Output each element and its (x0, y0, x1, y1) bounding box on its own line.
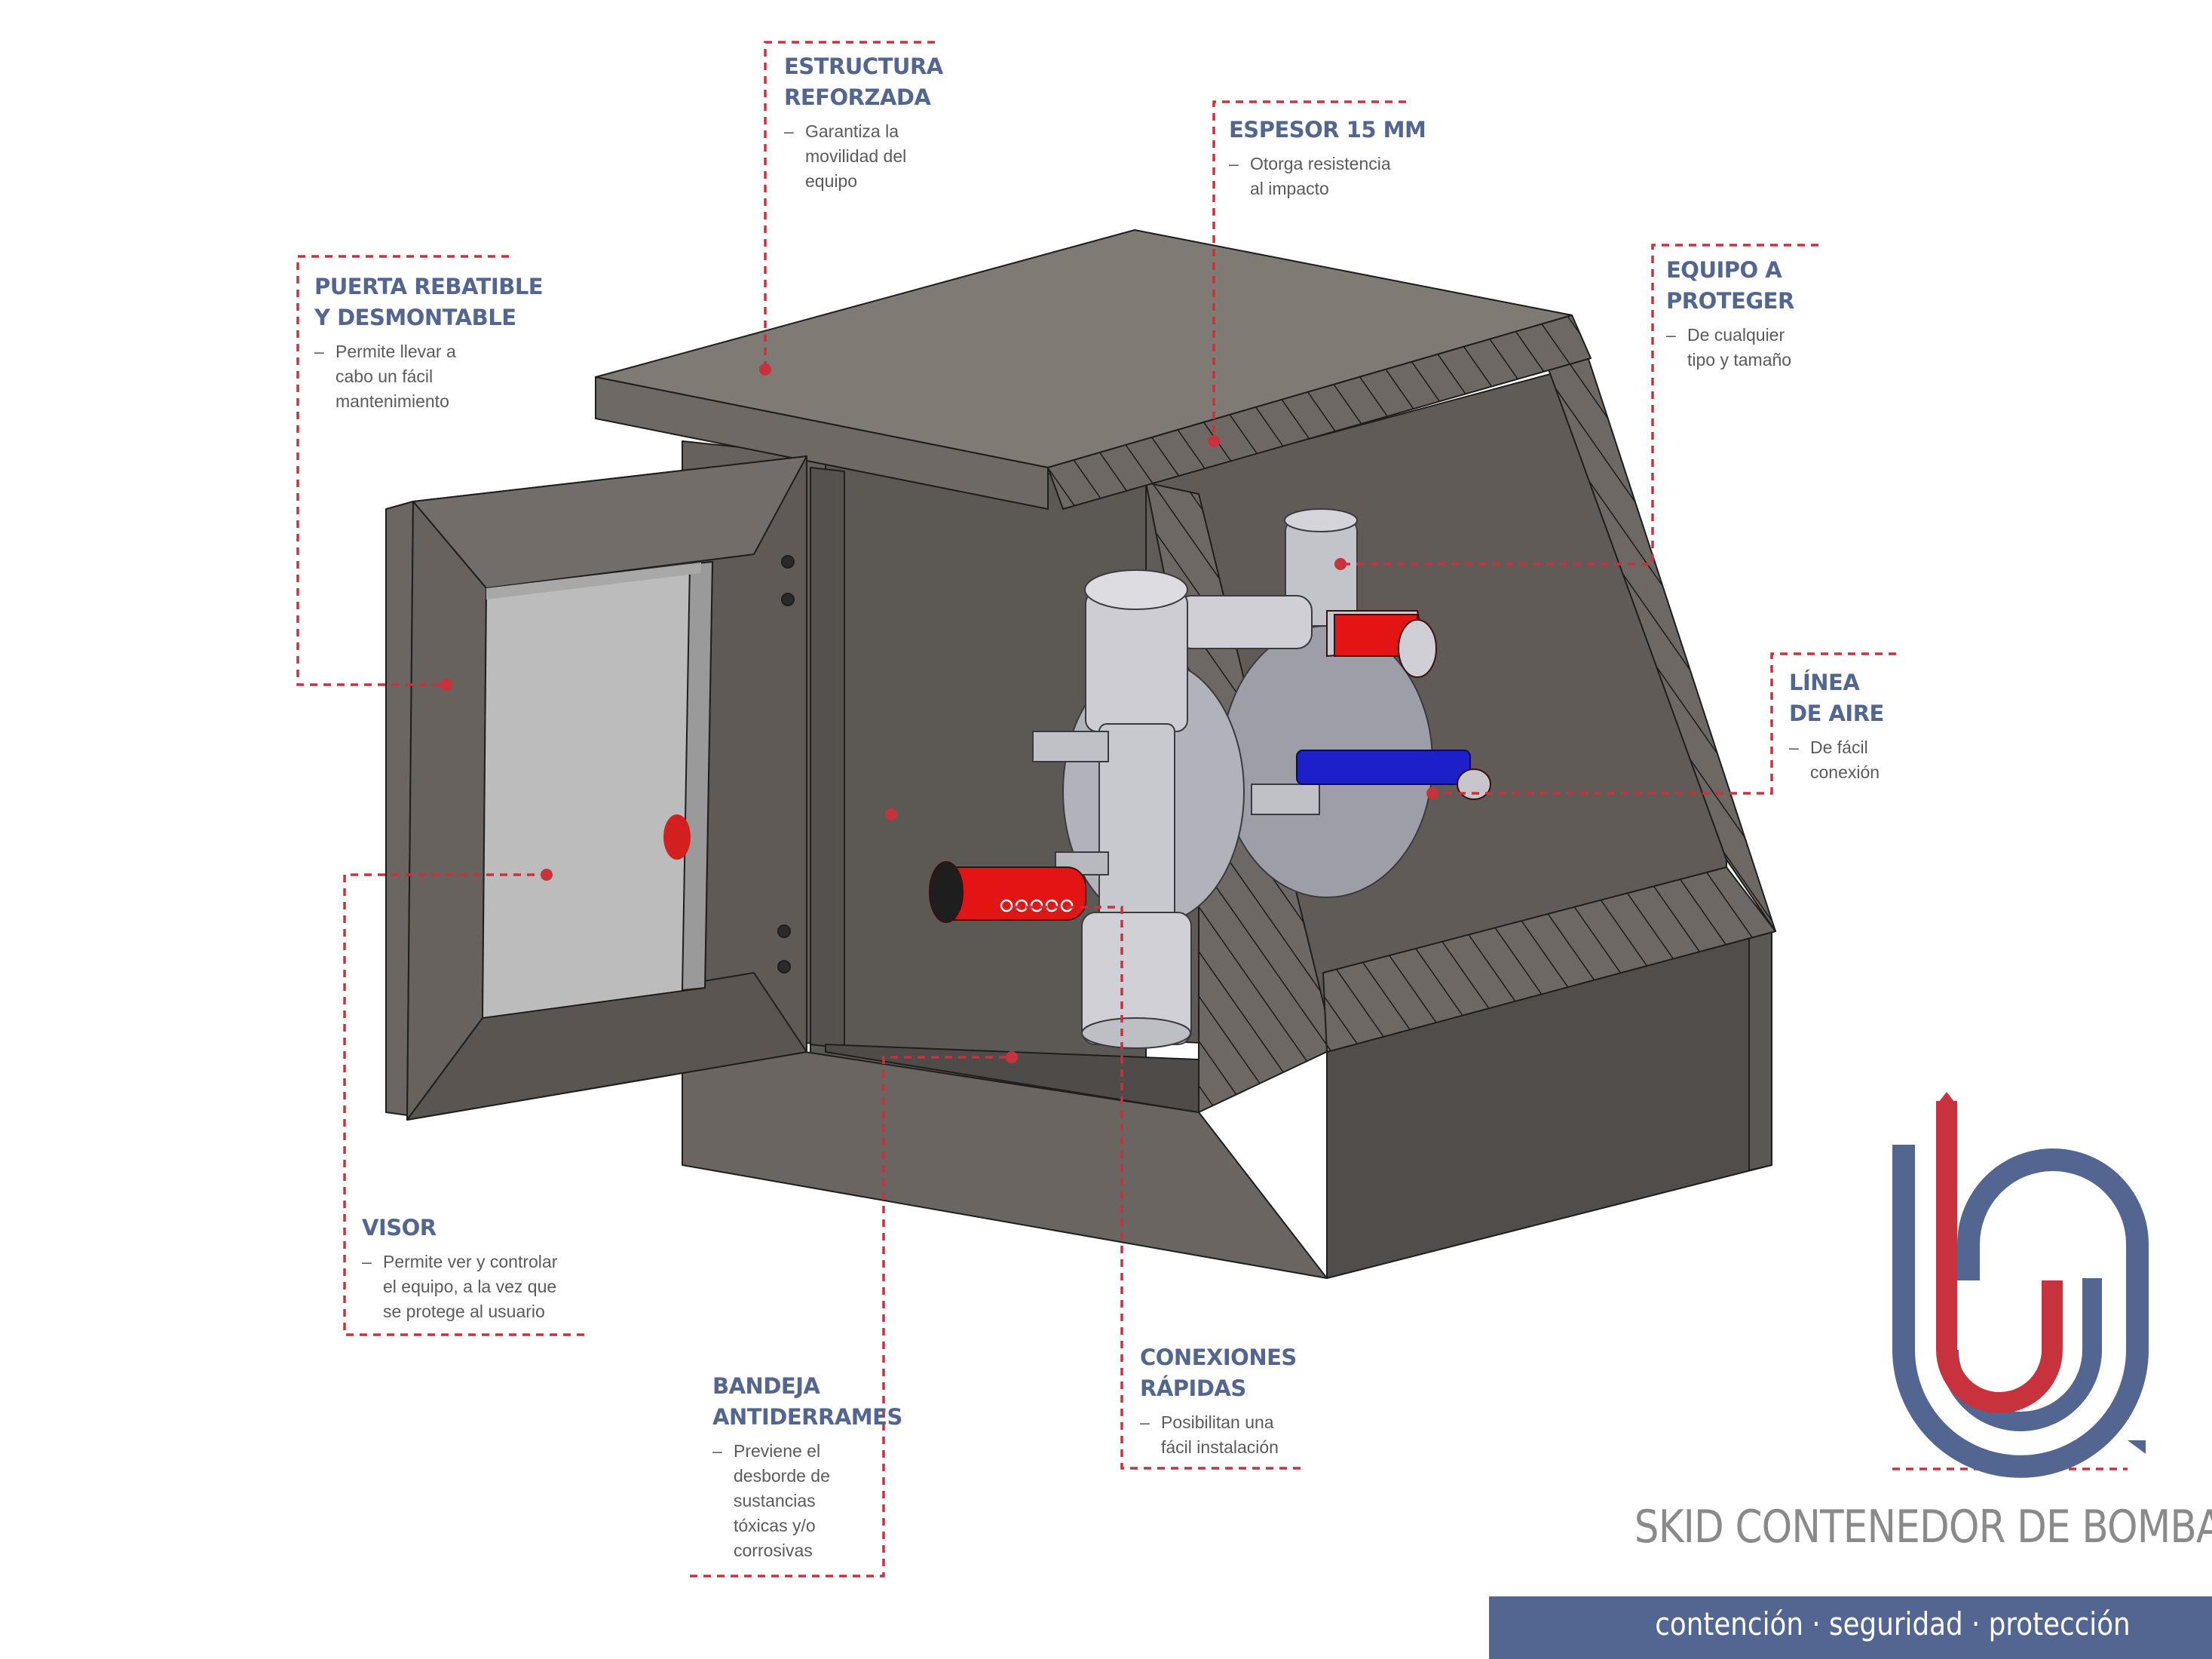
pump-center-column (1098, 723, 1175, 921)
callout-visor: VISOR – Permite ver y controlar el equip… (362, 1213, 557, 1324)
tagline-bar: contención · seguridad · protección (1489, 1596, 2212, 1659)
callout-bandeja: BANDEJA ANTIDERRAMES – Previene el desbo… (712, 1371, 902, 1563)
callout-bandeja-desc: – Previene el desborde de sustancias tóx… (712, 1441, 830, 1560)
callout-linea-title: LÍNEA DE AIRE (1789, 670, 1884, 726)
callout-equipo-title: EQUIPO A PROTEGER (1666, 257, 1794, 314)
door (385, 455, 807, 1121)
tagline: contención · seguridad · protección (1655, 1605, 2131, 1642)
callout-estructura-title: ESTRUCTURA REFORZADA (784, 54, 943, 110)
callout-espesor-desc: – Otorga resistencia al impacto (1229, 154, 1391, 198)
red-hint (663, 814, 691, 860)
leader-estructura (764, 41, 935, 370)
callout-estructura-desc: – Garantiza la movilidad del equipo (784, 121, 907, 191)
box-front-right-edge (1748, 931, 1772, 1171)
leader-visor (343, 873, 584, 1336)
visor-glass (482, 561, 713, 1019)
callout-bandeja-title: BANDEJA ANTIDERRAMES (712, 1373, 902, 1430)
pump-front-cylinder (1085, 591, 1188, 732)
callout-equipo: EQUIPO A PROTEGER – De cualquier tipo y … (1666, 255, 1794, 373)
pump-manifold (1175, 595, 1313, 649)
box-left-edge (810, 467, 845, 1049)
leader-puerta (296, 255, 509, 686)
door-bevel-left (406, 501, 487, 1121)
leader-espesor (1212, 100, 1406, 441)
diaphragm-pump-icon (1032, 508, 1433, 1049)
callout-visor-title: VISOR (362, 1215, 437, 1240)
callout-linea-desc: – De fácil conexión (1789, 738, 1880, 782)
callout-conexiones: CONEXIONES RÁPIDAS – Posibilitan una fác… (1140, 1342, 1297, 1460)
roof-front (595, 376, 1049, 510)
hoses (929, 610, 1491, 923)
leader-equipo (1340, 244, 1818, 566)
callout-espesor: ESPESOR 15 MM – Otorga resistencia al im… (1229, 115, 1426, 201)
callout-estructura: ESTRUCTURA REFORZADA – Garantiza la movi… (784, 51, 943, 194)
quick-connect-rings (1000, 899, 1074, 912)
callout-visor-desc: – Permite ver y controlar el equipo, a l… (362, 1252, 558, 1321)
callout-espesor-title: ESPESOR 15 MM (1229, 117, 1426, 143)
leader-bandeja (690, 1056, 1012, 1578)
ub-monogram-logo (1892, 1092, 2149, 1478)
callout-conexiones-desc: – Posibilitan una fácil instalación (1140, 1412, 1279, 1457)
callout-equipo-desc: – De cualquier tipo y tamaño (1666, 325, 1792, 370)
leader-lines (296, 41, 2128, 1578)
brand-title: SKID CONTENEDOR DE BOMBAS (1634, 1501, 2212, 1553)
callout-puerta: PUERTA REBATIBLE Y DESMONTABLE – Permite… (314, 271, 544, 414)
callout-linea: LÍNEA DE AIRE – De fácil conexión (1789, 667, 1884, 785)
callout-conexiones-title: CONEXIONES RÁPIDAS (1140, 1345, 1297, 1401)
air-line-hose (1296, 750, 1471, 785)
leader-linea (1432, 652, 1896, 795)
leader-dots (440, 363, 1438, 1063)
callout-puerta-desc: – Permite llevar a cabo un fácil manteni… (314, 342, 456, 411)
callout-puerta-title: PUERTA REBATIBLE Y DESMONTABLE (314, 274, 544, 330)
roof-side-hatch (1047, 314, 1592, 510)
